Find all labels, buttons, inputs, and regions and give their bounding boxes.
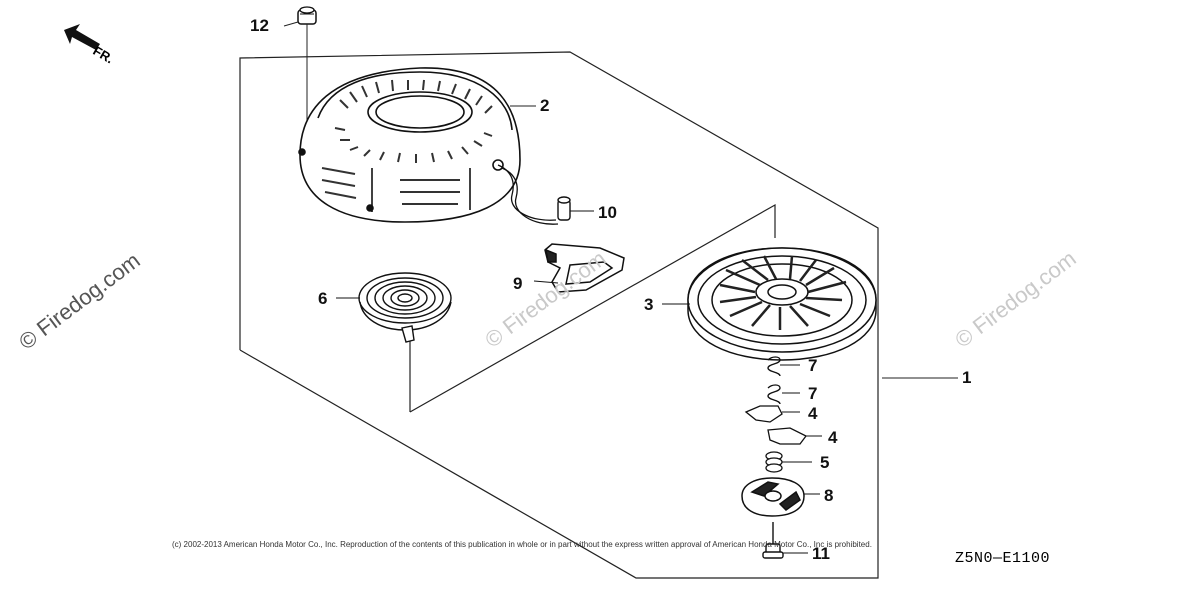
diagram-code: Z5N0—E1100: [955, 550, 1051, 567]
callout-part-7-upper: 7: [808, 356, 818, 375]
callout-part-7-lower: 7: [808, 384, 818, 403]
callout-part-5: 5: [820, 453, 830, 472]
assembly-boundary: [239, 51, 879, 579]
callout-part-8: 8: [824, 486, 834, 505]
starter-rope: [497, 164, 559, 225]
part-6-recoil-spring: [336, 272, 452, 343]
subassembly-bracket: [409, 203, 776, 413]
part-2-fan-cover: [298, 67, 521, 223]
callout-part-6: 6: [318, 289, 328, 308]
part-4-ratchet-lower: [767, 427, 822, 445]
callout-part-3: 3: [644, 295, 654, 314]
callout-part-11: 11: [812, 544, 830, 563]
part-9-starter-grip: [533, 243, 625, 293]
callout-part-4-lower: 4: [828, 428, 838, 447]
callout-part-1: 1: [962, 368, 972, 387]
part-11-bolt: [762, 522, 808, 559]
front-arrow-icon: [64, 24, 100, 50]
callout-part-2: 2: [540, 96, 550, 115]
part-5-friction-spring: [765, 451, 812, 473]
part-8-ratchet-guide: [741, 477, 820, 517]
callout-part-12: 12: [250, 16, 269, 35]
callout-part-4-upper: 4: [808, 404, 818, 423]
callout-part-10: 10: [598, 203, 617, 222]
part-4-ratchet-upper: [744, 405, 800, 423]
part-3-starter-pulley: [662, 247, 877, 361]
leader-lines: [283, 21, 958, 379]
part-7-spring-upper: [767, 356, 800, 377]
part-10-knob: [557, 196, 594, 221]
copyright-notice: (c) 2002-2013 American Honda Motor Co., …: [172, 540, 872, 549]
callout-part-9: 9: [513, 274, 523, 293]
part-7-spring-lower: [767, 384, 800, 405]
